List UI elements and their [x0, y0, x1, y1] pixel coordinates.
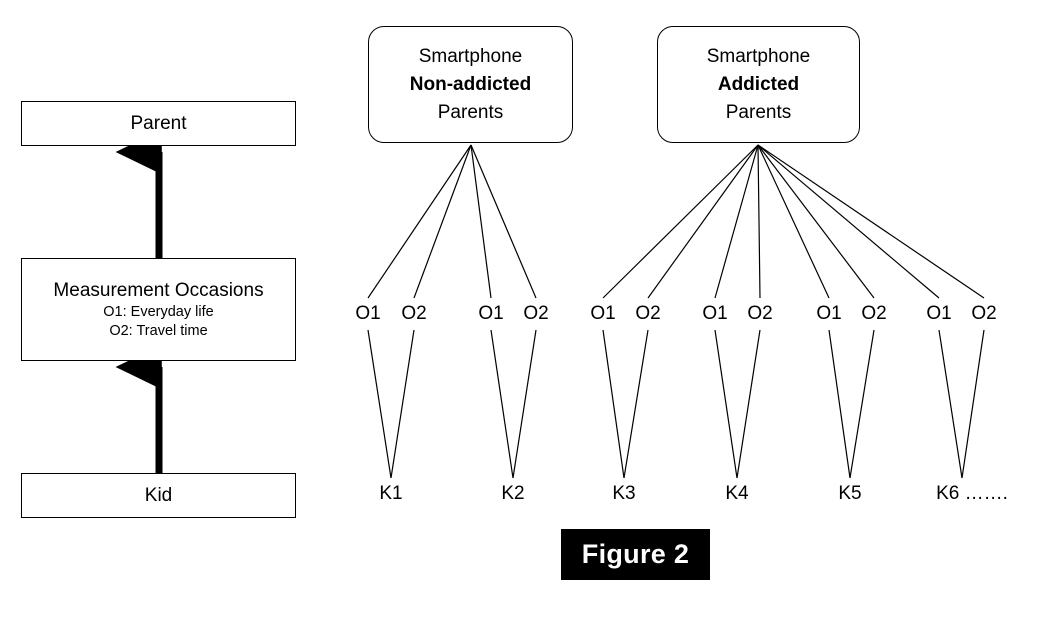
- kid-edge: [602, 329, 625, 479]
- occasion-node: O1: [702, 303, 728, 324]
- kid-node: K3: [612, 483, 636, 504]
- fan-edge: [757, 144, 761, 299]
- measurement-occasions-title: Measurement Occasions: [53, 279, 264, 301]
- group-label-line3: Parents: [725, 101, 792, 123]
- fan-edge: [602, 144, 759, 299]
- kid-edge: [714, 329, 738, 479]
- occasion-node: O1: [478, 303, 504, 324]
- kid-edge: [512, 329, 537, 479]
- kid-edge: [736, 329, 761, 479]
- fan-edge: [757, 144, 830, 299]
- kid-node: K4: [725, 483, 749, 504]
- kid-node: K1: [379, 483, 403, 504]
- kid-node: K6 …….: [936, 483, 1008, 504]
- fan-edge: [647, 144, 759, 299]
- occasion-node: O2: [861, 303, 887, 324]
- occasion-node: O2: [971, 303, 997, 324]
- fan-edge: [470, 144, 492, 299]
- kid-node: K2: [501, 483, 525, 504]
- figure-caption: Figure 2: [561, 529, 710, 580]
- kid-edge: [490, 329, 514, 479]
- occasion-definition-o2: O2: Travel time: [109, 322, 208, 339]
- fan-edge: [367, 144, 472, 299]
- kid-level-box: Kid: [21, 473, 296, 518]
- fan-edges-non-addicted: [367, 144, 537, 299]
- group-label-line3: Parents: [437, 101, 504, 123]
- group-label-line2: Non-addicted: [409, 73, 532, 95]
- parent-level-box: Parent: [21, 101, 296, 146]
- occasion-node: O2: [523, 303, 549, 324]
- fan-edge: [757, 144, 875, 299]
- kid-v-connectors: [367, 329, 985, 479]
- kid-edge: [938, 329, 963, 479]
- group-box-addicted: Smartphone Addicted Parents: [657, 26, 860, 143]
- fan-edge: [757, 144, 985, 299]
- measurement-occasions-box: Measurement Occasions O1: Everyday life …: [21, 258, 296, 361]
- group-label-line2: Addicted: [717, 73, 800, 95]
- occasion-node: O1: [926, 303, 952, 324]
- kid-edge: [849, 329, 875, 479]
- occasion-node: O1: [355, 303, 381, 324]
- fan-edge: [757, 144, 940, 299]
- kid-level-title: Kid: [144, 484, 173, 506]
- kid-edge: [623, 329, 649, 479]
- fan-edge: [413, 144, 472, 299]
- occasion-node: O2: [635, 303, 661, 324]
- occasion-node: O2: [747, 303, 773, 324]
- kid-edge: [828, 329, 851, 479]
- occasion-node: O1: [816, 303, 842, 324]
- occasion-node: O2: [401, 303, 427, 324]
- occasion-node: O1: [590, 303, 616, 324]
- group-label-line1: Smartphone: [706, 45, 811, 67]
- kid-edge: [390, 329, 415, 479]
- fan-edge: [714, 144, 759, 299]
- group-label-line1: Smartphone: [418, 45, 523, 67]
- occasion-definition-o1: O1: Everyday life: [103, 303, 214, 320]
- parent-level-title: Parent: [130, 112, 187, 134]
- fan-edge: [470, 144, 537, 299]
- group-box-non-addicted: Smartphone Non-addicted Parents: [368, 26, 573, 143]
- fan-edges-addicted: [602, 144, 985, 299]
- kid-edge: [961, 329, 985, 479]
- kid-node: K5: [838, 483, 862, 504]
- kid-edge: [367, 329, 392, 479]
